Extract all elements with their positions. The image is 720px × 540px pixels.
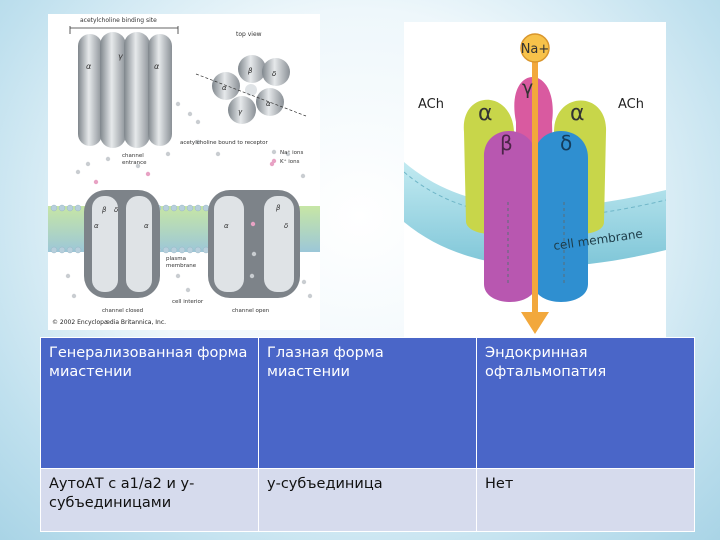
binding-site-bracket <box>69 26 179 34</box>
header-cell-endocrine: Эндокринная офтальмопатия <box>476 337 695 469</box>
top-alpha-left: α <box>222 84 227 92</box>
delta-subunit <box>534 131 588 302</box>
open-alpha-left: α <box>224 222 229 230</box>
header-cell-ocular: Глазная форма миастении <box>258 337 477 469</box>
delta-label: δ <box>560 131 572 155</box>
ach-right-label: ACh <box>618 97 644 112</box>
cell-endocrine-antibodies: Нет <box>476 468 695 532</box>
gamma-label: γ <box>522 77 533 99</box>
side-alpha-left: α <box>86 62 92 71</box>
pink-ions <box>93 161 275 185</box>
beta-subunit <box>483 131 536 302</box>
channel-closed-cutaway: β δ α α <box>84 190 160 298</box>
receptor-diagram-svg: acetylcholine binding site α γ α top vie… <box>48 17 320 326</box>
closed-delta: δ <box>114 206 118 214</box>
closed-alpha-left: α <box>94 222 99 230</box>
label-ach-bound: acetylcholine bound to receptor <box>180 140 269 146</box>
receptor-side-view: α γ α <box>78 32 172 148</box>
lower-ions <box>65 273 313 299</box>
colored-receptor-svg: Na+ α γ α β δ ACh ACh cell membrane <box>404 33 666 334</box>
legend-na: Na⁺ ions <box>280 149 304 156</box>
top-beta: β <box>248 67 253 75</box>
cell-ocular-antibodies: у-субъединица <box>258 468 477 532</box>
copyright: © 2002 Encyclopædia Britannica, Inc. <box>52 319 166 326</box>
legend-k-dot <box>271 158 277 164</box>
closed-alpha-right: α <box>144 222 149 230</box>
pore-outline <box>507 202 565 284</box>
ach-left-label: ACh <box>418 97 444 112</box>
top-alpha-right: α <box>266 100 271 108</box>
receptor-top-view: β δ α α γ <box>195 55 307 124</box>
beta-label: β <box>500 131 513 155</box>
closed-beta: β <box>102 206 107 214</box>
ion-flow-arrowhead <box>521 312 549 334</box>
receptor-illustration-left: acetylcholine binding site α γ α top vie… <box>48 14 320 330</box>
sodium-ion-circle <box>520 33 550 63</box>
alpha-left-label: α <box>478 101 493 126</box>
top-gamma: γ <box>238 108 243 116</box>
label-channel-closed: channel closed <box>102 308 143 314</box>
scattered-ions <box>75 101 306 179</box>
open-delta: δ <box>284 222 288 230</box>
header-cell-generalized: Генерализованная форма миастении <box>40 337 259 469</box>
side-alpha-right: α <box>154 62 160 71</box>
myasthenia-comparison-table: Генерализованная форма миастении Глазная… <box>40 337 695 532</box>
table-row: АутоАТ с а1/а2 и у-субъединицами у-субъе… <box>40 468 695 532</box>
receptor-illustration-right: Na+ α γ α β δ ACh ACh cell membrane <box>404 22 666 338</box>
sodium-ion-label: Na+ <box>521 42 550 57</box>
alpha-right-label: α <box>570 101 585 126</box>
table-header-row: Генерализованная форма миастении Глазная… <box>40 337 695 469</box>
open-beta: β <box>276 204 281 212</box>
top-delta: δ <box>272 70 276 78</box>
label-binding-site: acetylcholine binding site <box>80 17 157 24</box>
side-gamma: γ <box>118 52 124 61</box>
cell-generalized-antibodies: АутоАТ с а1/а2 и у-субъединицами <box>40 468 259 532</box>
label-top-view: top view <box>236 31 262 38</box>
legend-na-dot <box>271 149 277 155</box>
label-cell-interior: cell interior <box>172 299 204 305</box>
label-channel-open: channel open <box>232 308 270 314</box>
channel-open-cutaway: α β δ <box>208 190 300 298</box>
legend-k: K⁺ ions <box>280 158 300 165</box>
